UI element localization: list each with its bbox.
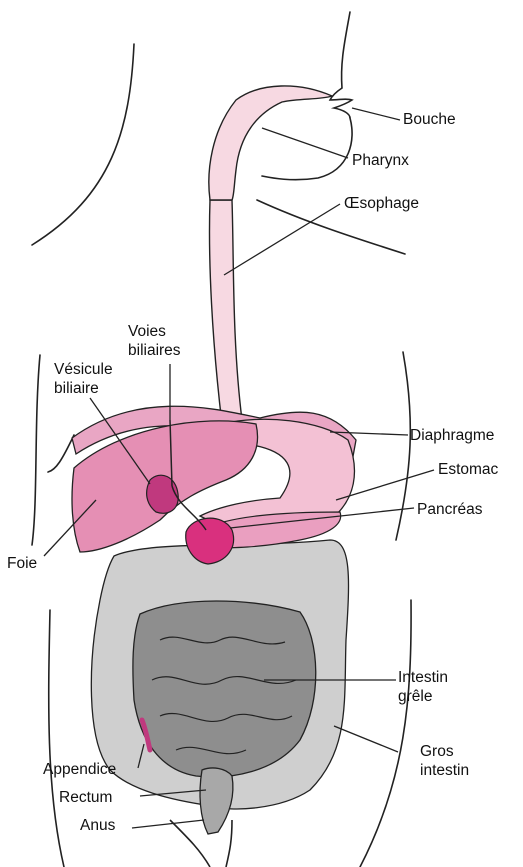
label-voies-biliaires: Voies biliaires (128, 322, 181, 360)
label-foie: Foie (7, 554, 37, 573)
face-profile (330, 88, 352, 118)
label-voies-biliaires-line1: Voies (128, 322, 181, 341)
label-pharynx: Pharynx (352, 151, 409, 170)
label-oesophage: Œsophage (344, 194, 419, 213)
label-anus: Anus (80, 816, 115, 835)
pelvis-outline (170, 820, 232, 867)
label-intestin-grele: Intestin grêle (398, 668, 448, 706)
label-voies-biliaires-line2: biliaires (128, 341, 181, 360)
label-vesicule-biliaire-line2: biliaire (54, 379, 113, 398)
esophagus (210, 200, 243, 424)
label-rectum: Rectum (59, 788, 112, 807)
label-gros-intestin: Gros intestin (420, 742, 469, 780)
label-bouche: Bouche (403, 110, 456, 129)
label-estomac: Estomac (438, 460, 498, 479)
label-intestin-grele-line2: grêle (398, 687, 448, 706)
label-vesicule-biliaire: Vésicule biliaire (54, 360, 113, 398)
pharynx (209, 86, 332, 200)
label-intestin-grele-line1: Intestin (398, 668, 448, 687)
small-intestine (133, 601, 316, 777)
label-gros-intestin-line2: intestin (420, 761, 469, 780)
label-appendice: Appendice (43, 760, 116, 779)
label-diaphragme: Diaphragme (410, 426, 494, 445)
label-pancreas: Pancréas (417, 500, 482, 519)
gallbladder (147, 475, 179, 513)
rectum (200, 768, 233, 834)
label-vesicule-biliaire-line1: Vésicule (54, 360, 113, 379)
label-gros-intestin-line1: Gros (420, 742, 469, 761)
